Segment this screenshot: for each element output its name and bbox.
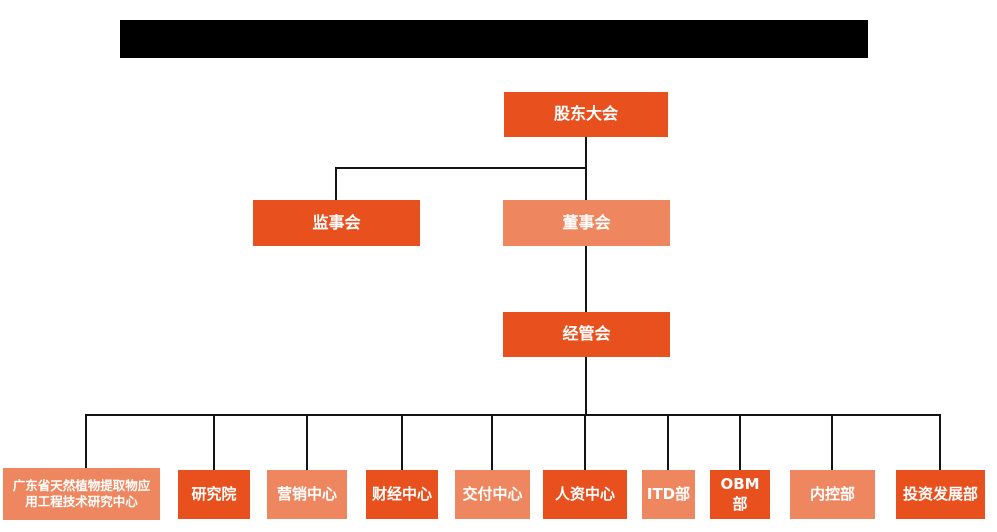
redacted-title-bar	[120, 20, 868, 58]
connector-line	[401, 414, 403, 470]
node-management-committee: 经管会	[503, 312, 670, 357]
connector-line	[585, 167, 587, 201]
connector-line	[85, 414, 87, 468]
node-label: 交付中心	[462, 484, 523, 503]
node-label: 内控部	[809, 484, 855, 503]
node-label: 广东省天然植物提取物应用工程技术研究中心	[12, 477, 151, 509]
node-itd-department: ITD部	[642, 470, 695, 519]
connector-line	[585, 357, 587, 415]
node-hr-center: 人资中心	[543, 470, 627, 519]
node-internal-control-department: 内控部	[790, 470, 875, 519]
node-guangdong-research-center: 广东省天然植物提取物应用工程技术研究中心	[3, 468, 160, 520]
connector-line	[584, 414, 586, 470]
node-supervisory-board: 监事会	[253, 200, 420, 246]
node-shareholders-meeting: 股东大会	[504, 92, 668, 137]
node-investment-development-department: 投资发展部	[896, 470, 985, 519]
node-label: 研究院	[191, 484, 237, 503]
connector-line	[306, 414, 308, 470]
node-label: ITD部	[646, 484, 691, 503]
connector-line	[831, 414, 833, 470]
node-label: 股东大会	[553, 104, 618, 124]
connector-line	[585, 246, 587, 312]
connector-line	[939, 414, 941, 470]
connector-line	[213, 414, 215, 470]
connector-line	[667, 414, 669, 470]
node-finance-center: 财经中心	[366, 470, 438, 519]
node-research-institute: 研究院	[178, 470, 250, 519]
node-label: 财经中心	[371, 484, 432, 503]
node-delivery-center: 交付中心	[455, 470, 530, 519]
node-label: OBM部	[720, 475, 760, 513]
connector-line	[491, 414, 493, 470]
node-marketing-center: 营销中心	[267, 470, 347, 519]
node-label: 董事会	[562, 212, 611, 232]
connector-line	[585, 137, 587, 169]
connector-line	[335, 167, 337, 201]
node-board-of-directors: 董事会	[503, 200, 670, 246]
connector-line	[335, 167, 587, 169]
connector-line	[85, 414, 941, 416]
connector-line	[739, 414, 741, 470]
node-label: 投资发展部	[902, 484, 978, 503]
node-label: 经管会	[562, 324, 611, 344]
node-label: 监事会	[312, 212, 361, 232]
node-label: 人资中心	[554, 484, 615, 503]
node-label: 营销中心	[276, 484, 337, 503]
node-obm-department: OBM部	[710, 470, 770, 519]
